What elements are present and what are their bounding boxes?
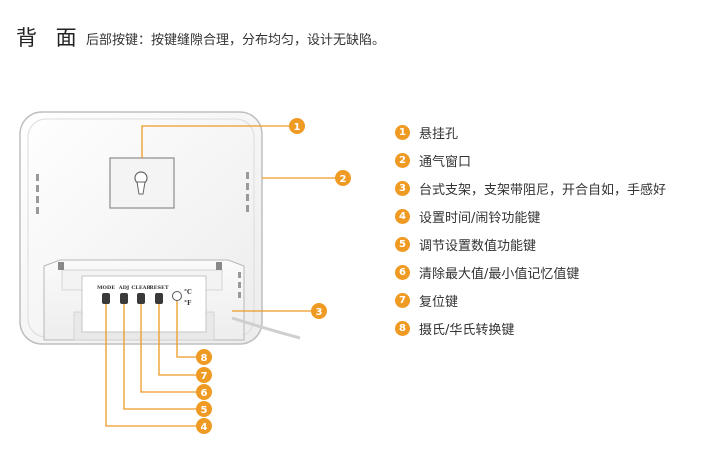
legend-item: 2 通气窗口 — [395, 146, 666, 174]
reset-label: RESET — [149, 285, 168, 291]
legend-item: 5 调节设置数值功能键 — [395, 230, 666, 258]
legend-item: 1 悬挂孔 — [395, 118, 666, 146]
callout-2: 2 — [335, 170, 351, 186]
svg-text:4: 4 — [201, 422, 208, 433]
callout-5: 5 — [196, 401, 212, 417]
mode-button[interactable] — [102, 293, 110, 304]
legend-label: 摄氏/华氏转换键 — [419, 322, 515, 338]
temp-unit-switch[interactable] — [172, 291, 182, 301]
hanging-hole — [109, 157, 175, 209]
power-cable — [231, 316, 301, 340]
legend-number: 6 — [395, 264, 410, 280]
legend-number: 8 — [395, 320, 410, 336]
legend-item: 7 复位键 — [395, 286, 666, 314]
legend-item: 4 设置时间/闹铃功能键 — [395, 202, 666, 230]
svg-text:2: 2 — [340, 174, 347, 185]
vent-slots-right — [246, 172, 249, 212]
legend-item: 8 摄氏/华氏转换键 — [395, 314, 666, 342]
legend-number: 5 — [395, 236, 410, 252]
callout-markers: 1 2 3 4 5 6 7 8 — [196, 118, 351, 434]
reset-button[interactable] — [155, 293, 163, 304]
svg-text:1: 1 — [294, 122, 301, 133]
svg-text:6: 6 — [201, 388, 208, 399]
legend-label: 复位键 — [419, 294, 459, 310]
button-panel: MODE ADJ CLEAR RESET °C °F — [81, 275, 207, 333]
mode-label: MODE — [97, 285, 115, 291]
svg-text:5: 5 — [201, 405, 208, 416]
page-title: 背 面 — [16, 26, 83, 50]
legend-label: 台式支架，支架带阻尼，开合自如，手感好 — [419, 182, 667, 198]
legend-list: 1 悬挂孔 2 通气窗口 3 台式支架，支架带阻尼，开合自如，手感好 4 设置时… — [395, 118, 666, 342]
callout-4: 4 — [196, 418, 212, 434]
legend-item: 3 台式支架，支架带阻尼，开合自如，手感好 — [395, 174, 666, 202]
legend-label: 设置时间/闹铃功能键 — [419, 210, 541, 226]
page-subtitle: 后部按键：按键缝隙合理，分布均匀，设计无缺陷。 — [86, 33, 386, 48]
callout-6: 6 — [196, 384, 212, 400]
legend-number: 1 — [395, 124, 410, 140]
fahrenheit-label: °F — [184, 300, 192, 307]
adj-button[interactable] — [120, 293, 128, 304]
legend-number: 3 — [395, 180, 410, 196]
legend-item: 6 清除最大值/最小值记忆值键 — [395, 258, 666, 286]
legend-number: 7 — [395, 292, 410, 308]
callout-7: 7 — [196, 367, 212, 383]
clear-button[interactable] — [137, 293, 145, 304]
legend-label: 悬挂孔 — [419, 126, 459, 142]
legend-label: 通气窗口 — [419, 154, 472, 170]
svg-text:8: 8 — [201, 353, 208, 364]
legend-number: 2 — [395, 152, 410, 168]
adj-label: ADJ — [118, 285, 130, 291]
legend-number: 4 — [395, 208, 410, 224]
clear-label: CLEAR — [131, 285, 151, 291]
callout-8: 8 — [196, 349, 212, 365]
callout-3: 3 — [311, 303, 327, 319]
svg-text:3: 3 — [316, 307, 323, 318]
leader-lines — [105, 125, 336, 427]
celsius-label: °C — [184, 289, 192, 296]
legend-label: 清除最大值/最小值记忆值键 — [419, 266, 580, 282]
legend-label: 调节设置数值功能键 — [419, 238, 537, 254]
vent-slots-left — [36, 174, 39, 214]
callout-1: 1 — [289, 118, 305, 134]
svg-text:7: 7 — [201, 371, 208, 382]
